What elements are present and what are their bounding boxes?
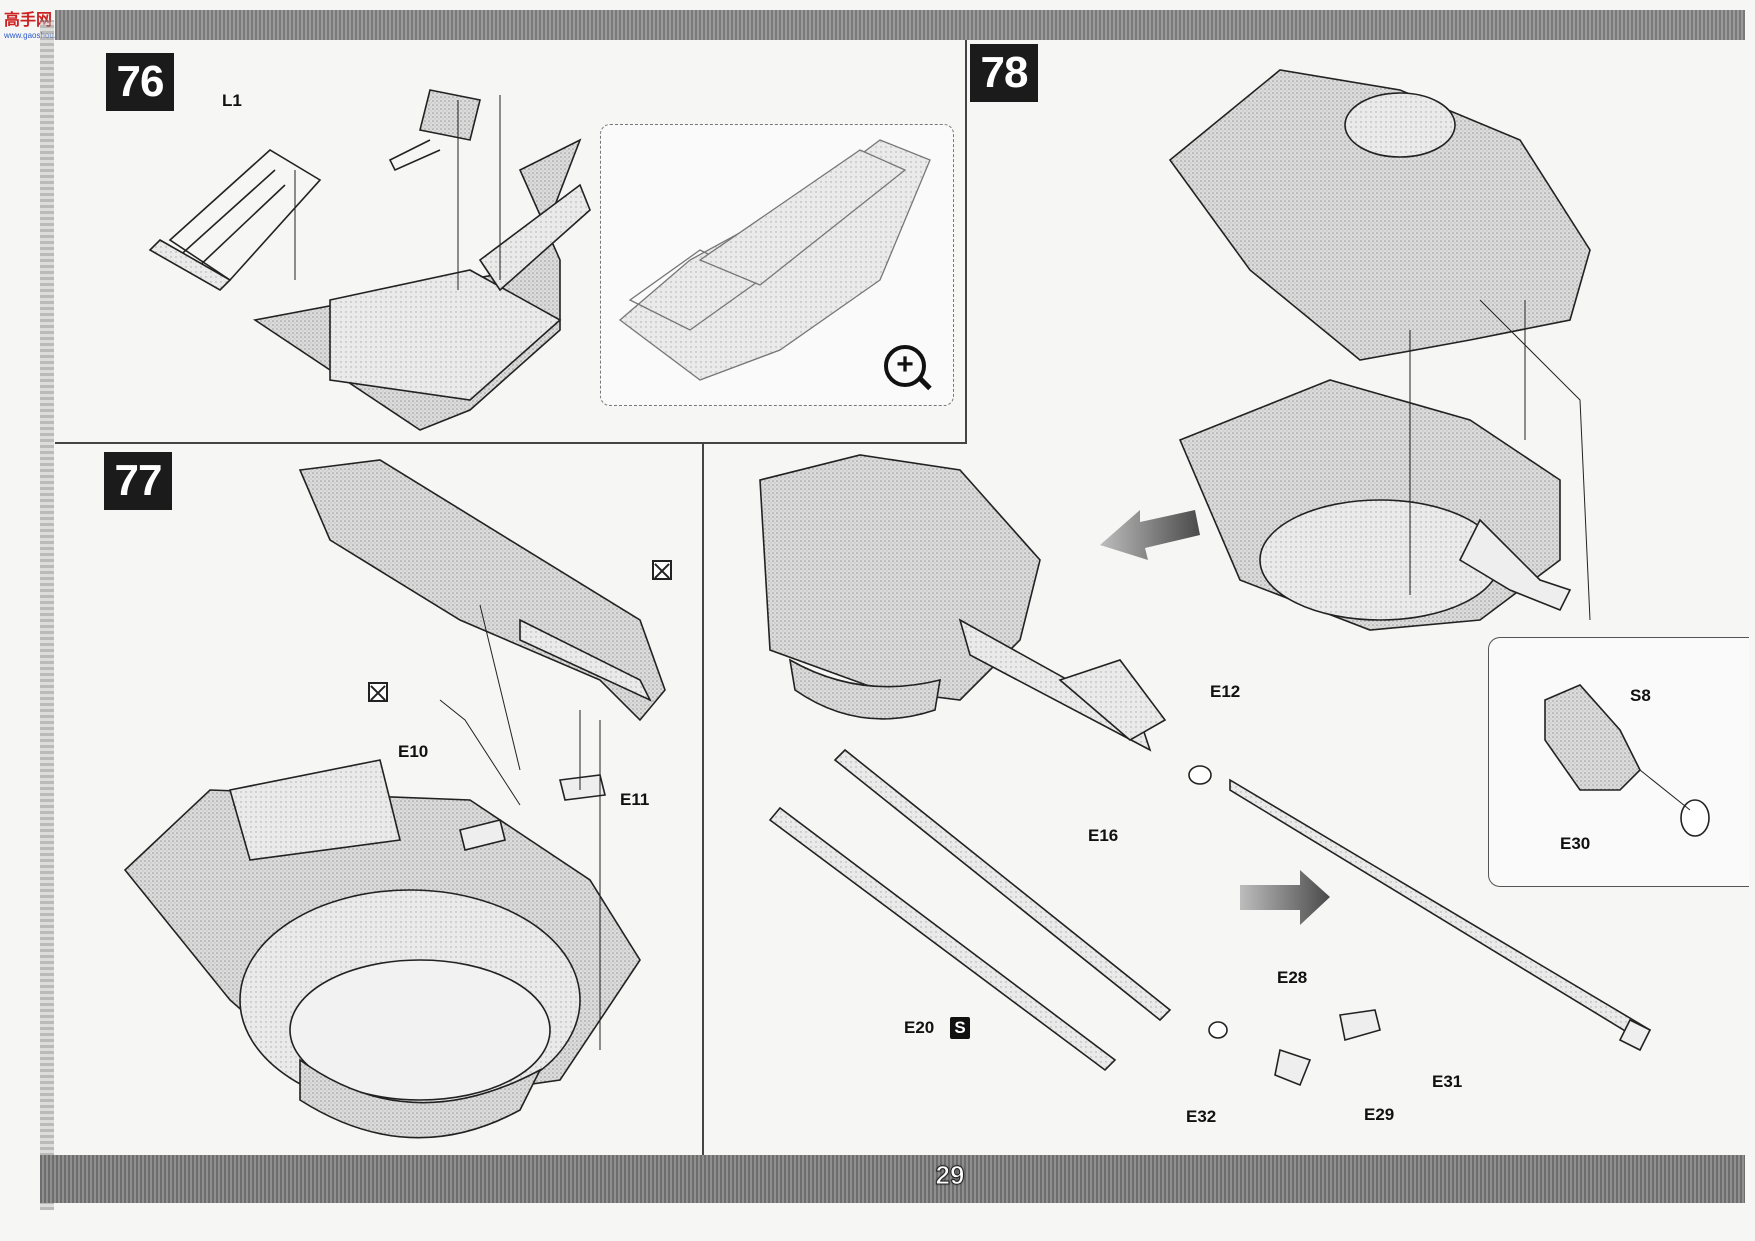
- part-label-E11: E11: [620, 790, 650, 809]
- part-label-L1: L1: [222, 91, 242, 110]
- part-label-E20: E20: [904, 1018, 935, 1037]
- part-label-E30: E30: [1560, 834, 1591, 853]
- left-scan-edge: [40, 20, 54, 1210]
- paint-marker-icon: [368, 682, 388, 702]
- direction-arrow-left-icon: [1100, 510, 1200, 560]
- direction-arrow-right-icon: [1240, 870, 1330, 925]
- panel-divider-vertical-bottom: [702, 443, 704, 1155]
- detail-muzzle-brake: [1544, 684, 1710, 837]
- step-77-badge: 77: [104, 452, 172, 510]
- part-label-E29: E29: [1364, 1105, 1395, 1124]
- zoom-in-icon: +: [884, 345, 926, 387]
- part-label-E12: E12: [1210, 682, 1241, 701]
- step-78-turret-front: [759, 454, 1152, 752]
- part-label-E31: E31: [1432, 1072, 1463, 1091]
- top-border-strip: [55, 10, 1745, 40]
- step-77-turret-interior: [123, 459, 666, 1139]
- part-label-E16: E16: [1088, 826, 1119, 845]
- part-label-E10: E10: [398, 742, 429, 761]
- step-78-turret-assembly: [1168, 69, 1591, 631]
- page-number: 29: [935, 1160, 965, 1191]
- bottom-border-strip: [40, 1155, 1745, 1203]
- sticker-icon: S: [950, 1017, 970, 1039]
- part-label-E32: E32: [1186, 1107, 1217, 1126]
- step-76-breech-assembly: [148, 89, 591, 431]
- panel-divider-vertical-top: [965, 40, 967, 443]
- part-label-S8: S8: [1630, 686, 1651, 705]
- paint-marker-icon: [652, 560, 672, 580]
- part-label-E28: E28: [1277, 968, 1308, 987]
- step-76-badge: 76: [106, 53, 174, 111]
- zoom-panel-breech-drawing: [618, 139, 931, 381]
- step-78-gun-barrels: [768, 659, 1652, 1087]
- panel-divider-horizontal: [55, 442, 967, 444]
- step-78-badge: 78: [970, 44, 1038, 102]
